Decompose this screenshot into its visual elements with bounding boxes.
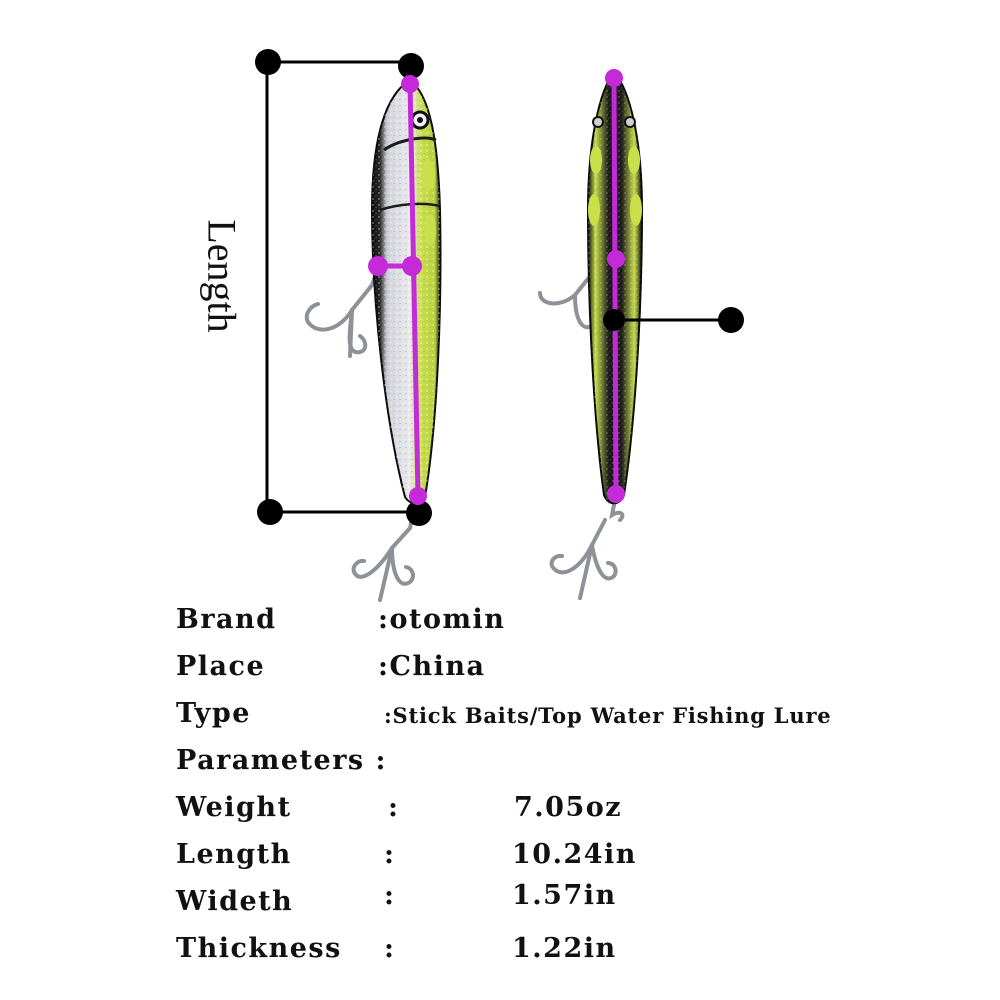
weight-label: Weight: [176, 792, 292, 823]
length-value: 10.24in: [512, 839, 637, 870]
width-separator: :: [384, 880, 396, 911]
weight-value: 7.05oz: [514, 792, 623, 823]
top-lure-axis-line: [611, 77, 619, 495]
top-lure-eye-right: [624, 116, 636, 128]
belly-treble-hook: [304, 266, 380, 358]
side-lure-axis-line: [407, 81, 421, 497]
top-axis-mid-dot: [607, 250, 625, 268]
top-lure-eye-left: [592, 116, 604, 128]
top-view-lure: [538, 70, 644, 600]
thickness-label: Thickness: [176, 933, 342, 964]
tail-treble-hook: [351, 503, 417, 602]
thickness-inner-dot: [603, 309, 625, 331]
width-left-dot: [368, 256, 388, 276]
length-bracket: [265, 60, 418, 514]
type-label: Type: [176, 698, 251, 729]
length-separator: :: [384, 839, 396, 870]
top-axis-bottom-dot: [607, 485, 625, 503]
thickness-outer-dot: [718, 307, 744, 333]
top-tail-treble-hook: [549, 498, 625, 600]
type-value: :Stick Baits/Top Water Fishing Lure: [384, 703, 832, 728]
thickness-separator: :: [384, 933, 396, 964]
side-axis-bottom-dot: [409, 487, 427, 505]
length-dimension-label: Length: [199, 219, 245, 333]
lure-dimension-diagram: [255, 49, 744, 602]
top-side-hook: [538, 268, 597, 330]
parameters-label: Parameters :: [176, 745, 387, 776]
place-label: Place: [176, 651, 266, 682]
length-bottom-right-dot: [406, 500, 432, 526]
top-axis-top-dot: [605, 69, 623, 87]
place-value: :China: [378, 651, 486, 682]
width-right-dot: [402, 256, 422, 276]
brand-label: Brand: [176, 604, 277, 635]
thickness-value: 1.22in: [512, 933, 617, 964]
brand-value: :otomin: [378, 604, 506, 635]
width-value: 1.57in: [512, 880, 617, 911]
length-bottom-left-dot: [257, 499, 283, 525]
width-label: Wideth: [176, 886, 294, 917]
weight-separator: :: [388, 792, 400, 823]
length-top-left-dot: [255, 49, 281, 75]
side-view-lure: [304, 78, 442, 602]
side-axis-top-dot: [401, 75, 419, 93]
length-label: Length: [176, 839, 292, 870]
length-top-right-dot: [398, 53, 424, 79]
